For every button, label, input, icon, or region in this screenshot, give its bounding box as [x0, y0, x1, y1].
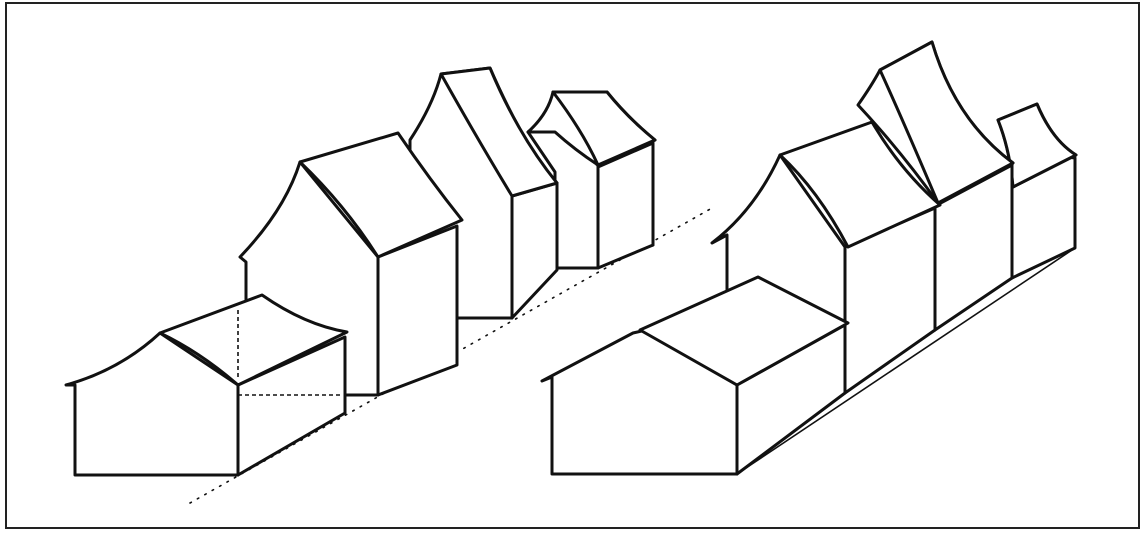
- left-house-front: [66, 295, 347, 475]
